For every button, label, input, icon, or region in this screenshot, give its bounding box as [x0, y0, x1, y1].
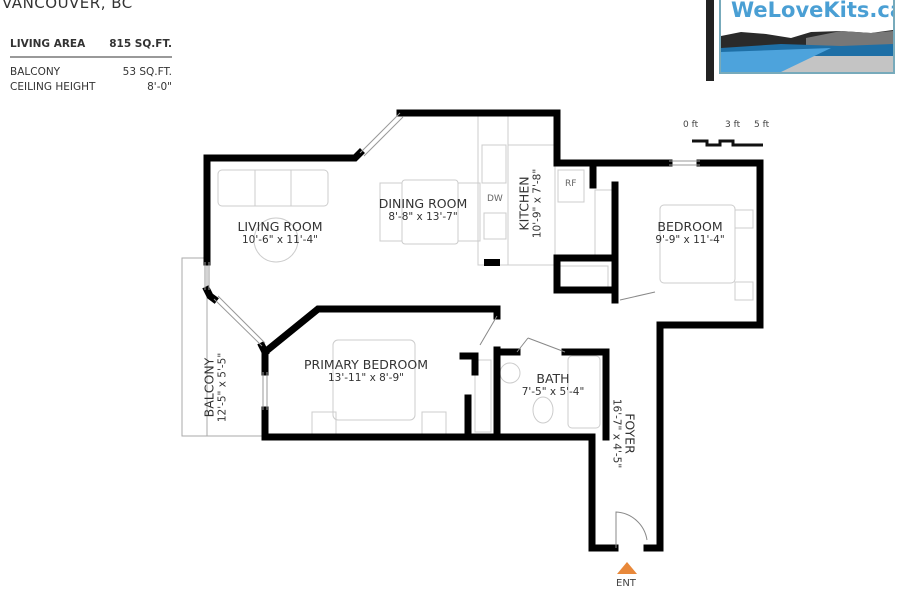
spec-table: LIVING AREA 815 SQ.FT. BALCONY 53 SQ.FT.… [10, 38, 172, 96]
room-dining: DINING ROOM 8'-8" x 13'-7" [373, 196, 473, 223]
spec-label: CEILING HEIGHT [10, 81, 96, 93]
room-kitchen: KITCHEN 10'-9" x 7'-8" [517, 164, 544, 244]
entrance-label: ENT [616, 578, 636, 589]
room-dims: 8'-8" x 13'-7" [388, 211, 458, 223]
scale-label-5: 5 ft [754, 120, 770, 130]
logo-text: WeLoveKits.ca [731, 0, 895, 22]
scale-label-3: 3 ft [725, 120, 741, 130]
spec-label: LIVING AREA [10, 38, 86, 50]
furniture [217, 114, 754, 437]
room-balcony: BALCONY 12'-5" x 5'-5" [202, 348, 229, 428]
room-name: BEDROOM [657, 219, 723, 234]
room-dims: 12'-5" x 5'-5" [216, 352, 229, 423]
room-foyer: FOYER 16'-7" x 4'-5" [611, 394, 638, 474]
spec-label: BALCONY [10, 66, 61, 78]
room-name: BALCONY [201, 357, 217, 418]
logo-skyline-image [721, 30, 893, 72]
spec-value: 8'-0" [147, 81, 172, 93]
balcony-outline [181, 257, 265, 437]
kitchen-block [484, 259, 500, 266]
dishwasher-label: DW [487, 194, 503, 204]
entrance-arrow-icon [617, 562, 637, 574]
spec-living-area: LIVING AREA 815 SQ.FT. [10, 38, 172, 52]
doors [479, 291, 656, 548]
room-dims: 9'-9" x 11'-4" [655, 234, 725, 246]
room-dims: 16'-7" x 4'-5" [610, 398, 623, 469]
scale-label-0: 0 ft [683, 120, 699, 130]
logo [706, 0, 714, 81]
scale-bar [692, 139, 763, 147]
spec-value: 815 SQ.FT. [109, 38, 172, 50]
room-dims: 13'-11" x 8'-9" [328, 372, 404, 384]
room-dims: 10'-9" x 7'-8" [531, 168, 544, 239]
room-dims: 7'-5" x 5'-4" [521, 386, 585, 398]
room-name: LIVING ROOM [237, 219, 323, 234]
room-living: LIVING ROOM 10'-6" x 11'-4" [230, 219, 330, 246]
room-name: FOYER [622, 413, 638, 454]
logo-box: WeLoveKits.ca [719, 0, 895, 74]
spec-balcony: BALCONY 53 SQ.FT. [10, 66, 172, 81]
room-name: DINING ROOM [378, 196, 468, 211]
walls [202, 109, 764, 552]
city-title: VANCOUVER, BC [2, 0, 133, 12]
room-bedroom: BEDROOM 9'-9" x 11'-4" [640, 219, 740, 246]
spec-value: 53 SQ.FT. [122, 66, 172, 78]
room-dims: 10'-6" x 11'-4" [242, 234, 318, 246]
room-name: BATH [536, 371, 570, 386]
room-primary-bedroom: PRIMARY BEDROOM 13'-11" x 8'-9" [296, 357, 436, 384]
refrigerator-label: RF [565, 179, 577, 189]
room-name: PRIMARY BEDROOM [304, 357, 428, 372]
spec-ceiling: CEILING HEIGHT 8'-0" [10, 81, 172, 96]
room-name: KITCHEN [516, 176, 532, 231]
windows [204, 112, 700, 410]
room-bath: BATH 7'-5" x 5'-4" [513, 371, 593, 398]
spec-divider [10, 56, 172, 58]
